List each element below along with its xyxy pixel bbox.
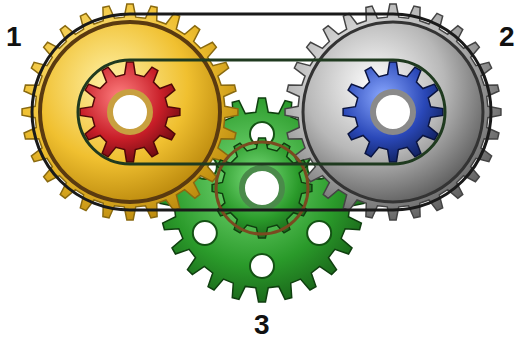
small-green-gear [212,138,312,238]
gear-rim [40,22,220,202]
red-gear [80,62,180,162]
gear-rim [303,22,483,202]
blue-gear [343,62,443,162]
gear-hole [193,221,217,245]
gear-hole [250,254,274,278]
gear-hub [373,92,413,132]
gear-hub [110,92,150,132]
gear-ring [216,142,308,234]
callout-number: 3 [254,310,270,340]
gear-hub [242,168,282,208]
yellow-gear [22,4,238,220]
callout-number: 1 [6,22,22,52]
grey-gear [285,4,501,220]
callout-number: 2 [499,22,515,52]
inner-belt [78,60,445,164]
outer-belt [32,14,491,210]
gear-hole [307,221,331,245]
